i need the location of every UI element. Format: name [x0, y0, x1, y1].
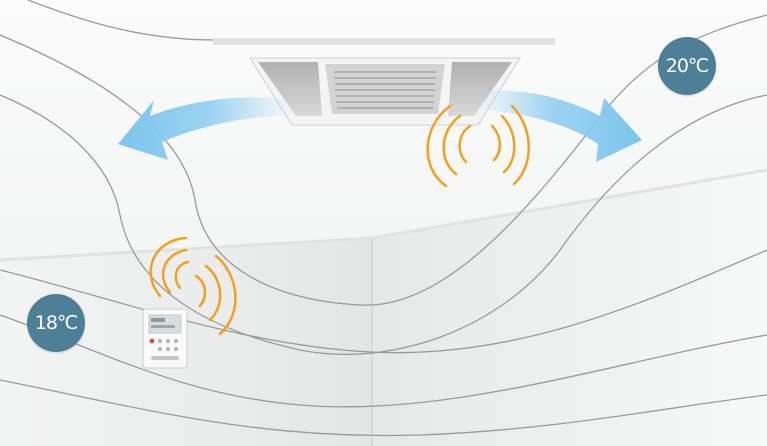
flow-line-5	[0, 379, 767, 437]
flow-line-3	[0, 249, 767, 354]
flow-line-1	[0, 14, 767, 306]
temperature-left-label: 18℃	[34, 312, 79, 334]
air-flow-lines	[0, 0, 767, 437]
wall-thermostat-icon	[142, 308, 188, 369]
flow-line-2	[0, 94, 767, 356]
right-airflow-arrow	[478, 90, 642, 162]
flow-line-4	[0, 314, 767, 408]
flow-line-6	[27, 0, 216, 41]
wireless-signal-icon	[426, 104, 530, 188]
left-airflow-arrow	[118, 97, 290, 160]
temperature-right-label: 20℃	[665, 55, 710, 77]
controller-signal-icon	[149, 236, 237, 336]
ceiling-edge	[0, 168, 767, 262]
cassette-air-conditioner-icon	[213, 38, 555, 126]
right-wall	[372, 170, 767, 446]
temperature-badge-right: 20℃	[658, 37, 716, 95]
temperature-badge-left: 18℃	[27, 294, 85, 352]
